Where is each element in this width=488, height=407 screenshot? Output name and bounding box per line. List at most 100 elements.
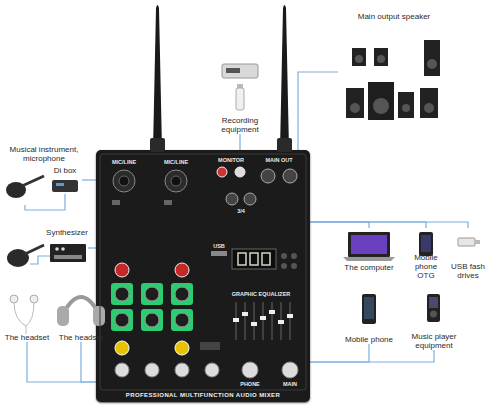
- slider-cap: [242, 312, 248, 316]
- phone-device: [419, 232, 433, 256]
- guitar-neck: [22, 176, 44, 186]
- speaker: [346, 88, 364, 118]
- mixer-panel: [100, 154, 306, 390]
- synthesizer-device: [50, 244, 86, 262]
- guitar-body: [7, 249, 29, 267]
- button: [200, 342, 220, 350]
- eq-knob: [175, 313, 189, 327]
- node-caption: Di box: [45, 166, 85, 175]
- eq-glow: [111, 283, 133, 305]
- output-jack: [261, 169, 275, 183]
- device-group: The headset: [54, 288, 108, 342]
- button: [291, 263, 297, 269]
- eq-knob: [145, 313, 159, 327]
- eq-knob: [115, 313, 129, 327]
- node-caption: USB fash drives: [450, 262, 486, 280]
- synth-knob: [61, 247, 65, 251]
- headphone-band: [63, 297, 99, 314]
- switch: [164, 200, 172, 205]
- usb-drive: [458, 238, 475, 246]
- fx-knob: [115, 341, 129, 355]
- signal-wire: [310, 344, 369, 362]
- combo-jack: [113, 170, 135, 192]
- phone-screen: [364, 297, 374, 319]
- signal-wire: [81, 342, 96, 382]
- eq-glow: [141, 283, 163, 305]
- panel-label: GRAPHIC EQUALIZER: [228, 291, 294, 297]
- eq-slider: [254, 302, 255, 340]
- antenna: [153, 5, 162, 150]
- gain-knob: [115, 263, 129, 277]
- eq-glow: [141, 309, 163, 331]
- panel-label: PHONE: [236, 381, 264, 387]
- combo-jack-center: [171, 176, 181, 186]
- level-knob: [175, 363, 189, 377]
- music-player-device: [427, 294, 440, 322]
- combo-jack: [165, 170, 187, 192]
- panel-label: MIC/LINE: [108, 159, 140, 165]
- signal-wire: [82, 179, 96, 180]
- signal-wire: [27, 342, 96, 382]
- usb-port: [211, 251, 227, 256]
- input-jack: [226, 193, 238, 205]
- slider-cap: [287, 314, 293, 318]
- gain-knob: [175, 263, 189, 277]
- main-knob: [282, 362, 298, 378]
- eq-slider: [272, 302, 273, 340]
- device-group: Musical instrument, microphone: [2, 145, 48, 205]
- music-player-wheel: [430, 311, 437, 318]
- rca-jack: [217, 167, 227, 177]
- laptop-display: [351, 235, 387, 254]
- antenna-base: [277, 138, 292, 152]
- panel-label: MAIN: [276, 381, 304, 387]
- lcd-display: [232, 249, 276, 269]
- signal-wire: [88, 247, 96, 248]
- button: [291, 253, 297, 259]
- device-group: Mobile phone OTG: [406, 228, 446, 280]
- headphone-cup: [57, 306, 69, 326]
- earphone-cord: [14, 302, 34, 334]
- node-caption: PROFESSIONAL MULTIFUNCTION AUDIO MIXER: [96, 392, 310, 399]
- usb-cap: [237, 84, 243, 89]
- speaker-cone: [427, 59, 437, 69]
- device-group: Di box: [48, 166, 82, 194]
- phone-device: [362, 294, 376, 324]
- speaker: [424, 40, 440, 76]
- eq-slider: [245, 302, 246, 340]
- output-jack: [283, 169, 297, 183]
- device-group: Synthesizer: [46, 228, 88, 268]
- lcd-digit: [250, 253, 258, 265]
- eq-slider: [281, 302, 282, 340]
- eq-knob: [115, 287, 129, 301]
- node-caption: Main output speaker: [338, 12, 450, 21]
- earbud: [30, 295, 38, 303]
- panel-label: USB: [209, 243, 229, 249]
- node-caption: Music player equipment: [406, 332, 462, 350]
- node-caption: The headset: [54, 333, 108, 342]
- node-caption: Synthesizer: [42, 228, 92, 237]
- instrument-wire: [30, 256, 50, 264]
- synth-keys: [54, 255, 82, 259]
- device-group: Mobile phone: [340, 290, 398, 344]
- node-caption: Mobile phone: [339, 335, 399, 344]
- slider-cap: [278, 320, 284, 324]
- level-knob: [115, 363, 129, 377]
- recorder-device: [222, 64, 258, 78]
- speaker: [398, 92, 414, 118]
- device-group: The headset: [4, 288, 50, 342]
- level-knob: [205, 363, 219, 377]
- eq-slider: [236, 302, 237, 340]
- eq-slider: [263, 302, 264, 340]
- rca-jack: [235, 167, 245, 177]
- lcd-digit: [262, 253, 270, 265]
- laptop-base: [343, 257, 395, 261]
- slider-cap: [233, 318, 239, 322]
- laptop-screen: [348, 232, 390, 257]
- eq-glow: [171, 309, 193, 331]
- button: [281, 263, 287, 269]
- slider-cap: [251, 322, 257, 326]
- speaker: [368, 82, 394, 120]
- combo-jack-center: [119, 176, 129, 186]
- di-box-device: [52, 180, 78, 192]
